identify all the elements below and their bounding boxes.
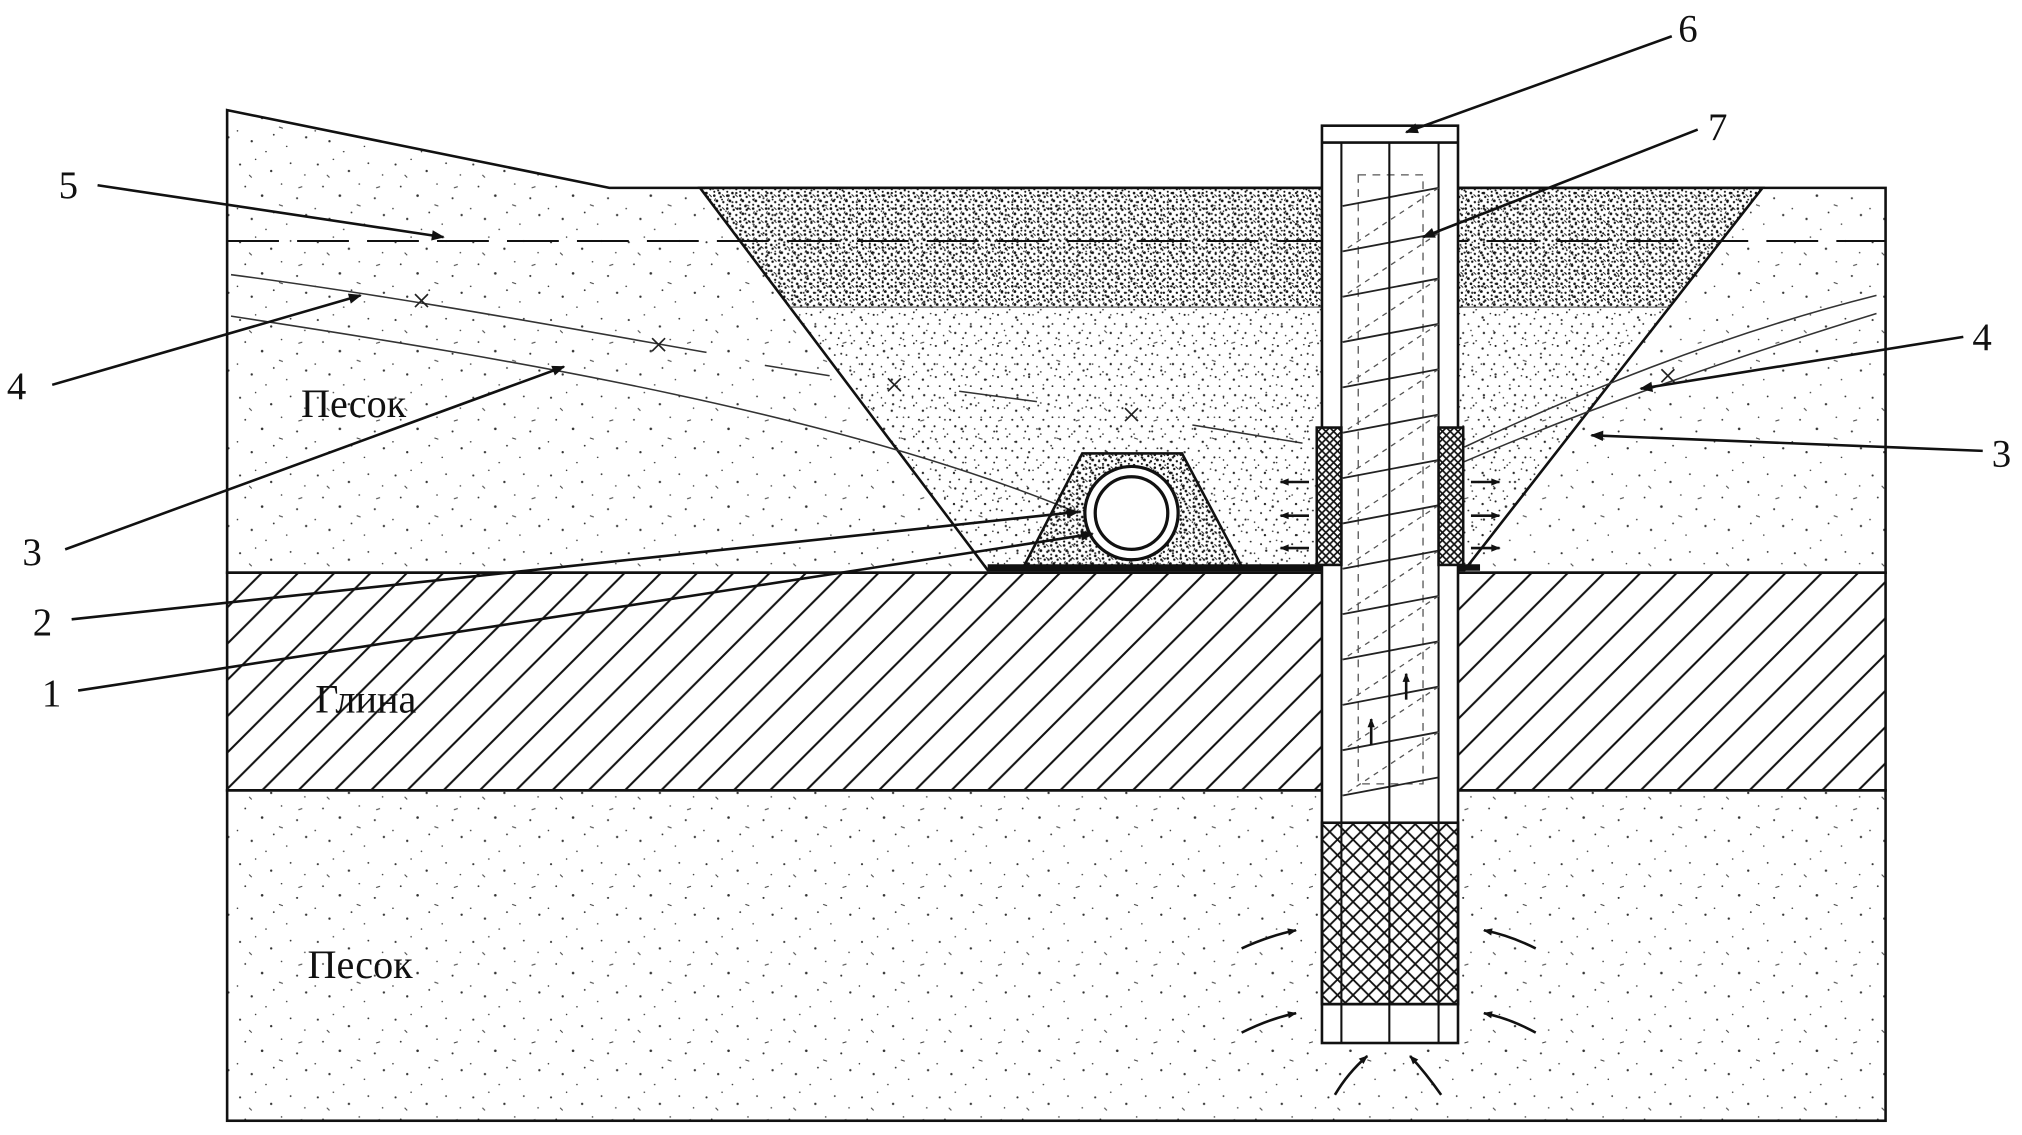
x-mark <box>887 377 902 392</box>
inflow-arrow <box>1409 1055 1443 1096</box>
leader-5 <box>97 183 445 241</box>
inflow-arrows <box>1241 928 1537 1096</box>
outflow-arrows <box>1279 478 1501 746</box>
leader-3-left <box>64 365 566 551</box>
callout-5: 5 <box>59 164 78 207</box>
flow-line-trench-1 <box>764 364 830 377</box>
inflow-arrow <box>1483 928 1537 950</box>
depression-curve-left <box>230 315 1079 514</box>
leader-6 <box>1404 35 1673 134</box>
callout-2: 2 <box>33 601 52 644</box>
flow-line-trench-2 <box>959 390 1038 403</box>
callout-4-left: 4 <box>7 365 26 408</box>
drain-pipe-inner <box>1093 475 1170 551</box>
packing-left <box>1315 426 1343 567</box>
trench-top-layer <box>700 187 1763 308</box>
lower-sand-layer <box>225 789 1887 1123</box>
inflow-arrow <box>1333 1054 1369 1096</box>
well-spiral-front <box>1342 186 1439 797</box>
inflow-arrow <box>1241 1011 1297 1034</box>
callout-1: 1 <box>42 672 61 715</box>
flow-line-trench-3 <box>1192 424 1303 444</box>
callout-3-left: 3 <box>22 531 41 574</box>
callout-6: 6 <box>1678 7 1697 50</box>
packing-right <box>1437 426 1465 567</box>
clay-label: Глина <box>315 677 416 722</box>
well-core <box>1357 174 1424 785</box>
leader-1 <box>77 530 1094 692</box>
clay-layer <box>225 571 1887 792</box>
flow-line-left <box>230 273 707 354</box>
x-mark <box>1660 368 1675 383</box>
leader-2 <box>71 507 1080 621</box>
x-mark <box>1124 407 1139 422</box>
x-mark <box>414 293 429 308</box>
callout-3-right: 3 <box>1992 432 2011 475</box>
inflow-arrow <box>1241 928 1297 950</box>
leader-7 <box>1421 128 1699 239</box>
upper-sand-label: Песок <box>301 381 407 426</box>
flow-markers <box>414 293 1675 422</box>
inflow-arrow <box>1483 1011 1537 1034</box>
flow-line-right <box>1464 294 1877 448</box>
x-mark <box>651 337 666 352</box>
leader-4-left <box>51 293 362 387</box>
callout-7: 7 <box>1708 106 1727 149</box>
leader-4-right <box>1639 335 1964 392</box>
leader-3-right <box>1590 430 1983 453</box>
lower-sand-label: Песок <box>307 942 413 987</box>
callout-4-right: 4 <box>1972 316 1991 359</box>
